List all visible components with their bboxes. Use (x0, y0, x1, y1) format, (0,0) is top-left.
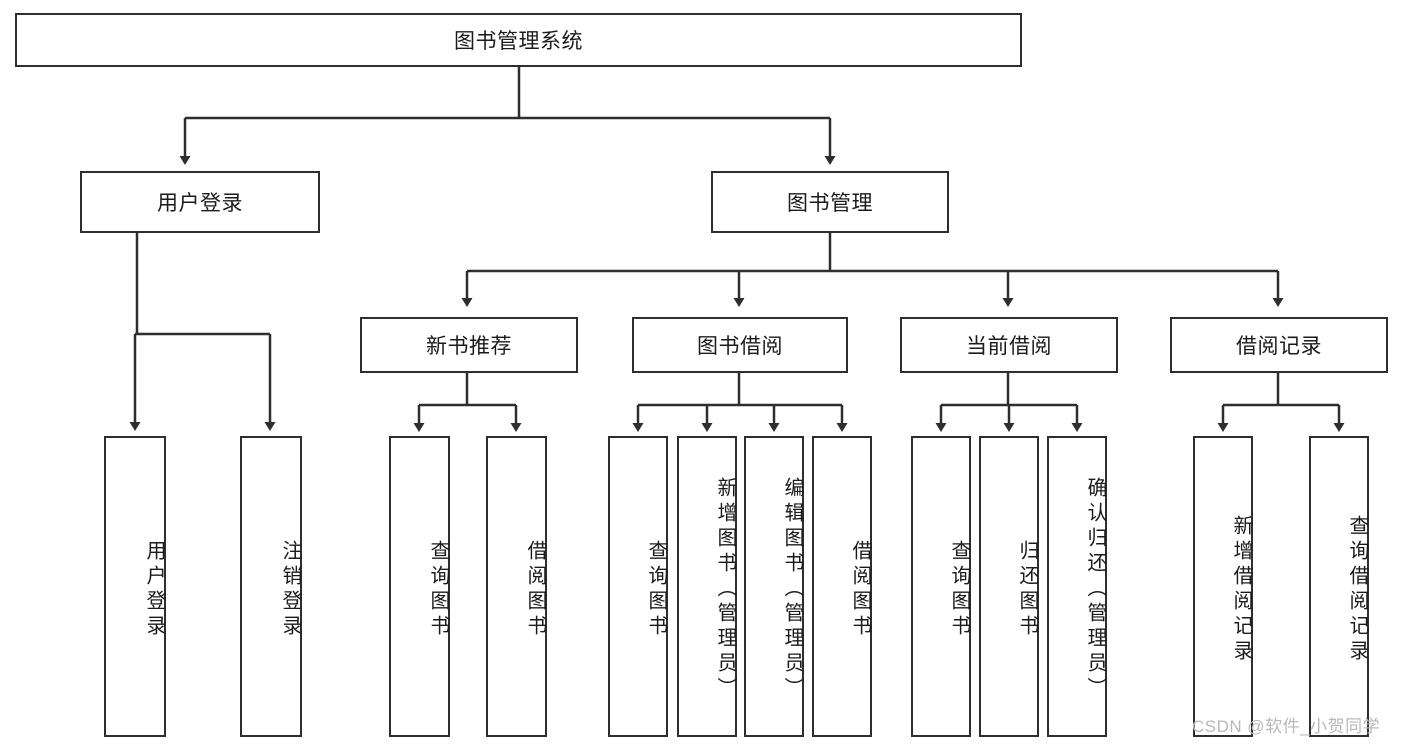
leaf-user-login-logout[interactable]: 注销登录 (240, 436, 302, 737)
leaf-record-query-record[interactable]: 查询借阅记录 (1309, 436, 1369, 737)
node-new-book-recommend[interactable]: 新书推荐 (360, 317, 578, 373)
node-label: 图书管理系统 (454, 30, 583, 53)
node-user-login[interactable]: 用户登录 (80, 171, 320, 233)
node-book-borrow[interactable]: 图书借阅 (632, 317, 848, 373)
leaf-current-confirm-return-admin[interactable]: 确认归还（管理员） (1047, 436, 1107, 737)
node-label: 用户登录 (157, 192, 243, 215)
leaf-borrow-edit-book-admin[interactable]: 编辑图书（管理员） (744, 436, 804, 737)
node-label: 注销登录 (279, 539, 301, 640)
node-label: 查询图书 (645, 539, 667, 640)
node-label: 查询借阅记录 (1346, 514, 1368, 665)
node-label: 当前借阅 (966, 335, 1052, 358)
leaf-borrow-borrow-book[interactable]: 借阅图书 (812, 436, 872, 737)
node-label: 查询图书 (427, 539, 449, 640)
node-label: 借阅图书 (849, 539, 871, 640)
node-borrow-record[interactable]: 借阅记录 (1170, 317, 1388, 373)
node-label: 编辑图书（管理员） (781, 477, 803, 702)
node-label: 借阅记录 (1236, 335, 1322, 358)
node-label: 归还图书 (1016, 539, 1038, 640)
leaf-user-login-login[interactable]: 用户登录 (104, 436, 166, 737)
leaf-record-add-record[interactable]: 新增借阅记录 (1193, 436, 1253, 737)
node-label: 确认归还（管理员） (1084, 477, 1106, 702)
node-label: 图书借阅 (697, 335, 783, 358)
node-label: 新增图书（管理员） (714, 477, 736, 702)
node-label: 用户登录 (143, 539, 165, 640)
node-root-system[interactable]: 图书管理系统 (15, 13, 1022, 67)
watermark-csdn: CSDN @软件_小贺同学 (1192, 717, 1381, 736)
leaf-current-query-book[interactable]: 查询图书 (911, 436, 971, 737)
leaf-recommend-query-book[interactable]: 查询图书 (389, 436, 450, 737)
node-label: 借阅图书 (524, 539, 546, 640)
node-label: 新书推荐 (426, 335, 512, 358)
node-label: 图书管理 (787, 192, 873, 215)
leaf-current-return-book[interactable]: 归还图书 (979, 436, 1039, 737)
node-book-management[interactable]: 图书管理 (711, 171, 949, 233)
node-current-borrow[interactable]: 当前借阅 (900, 317, 1118, 373)
leaf-borrow-add-book-admin[interactable]: 新增图书（管理员） (677, 436, 737, 737)
node-label: 新增借阅记录 (1230, 514, 1252, 665)
leaf-recommend-borrow-book[interactable]: 借阅图书 (486, 436, 547, 737)
node-label: 查询图书 (948, 539, 970, 640)
leaf-borrow-query-book[interactable]: 查询图书 (608, 436, 668, 737)
